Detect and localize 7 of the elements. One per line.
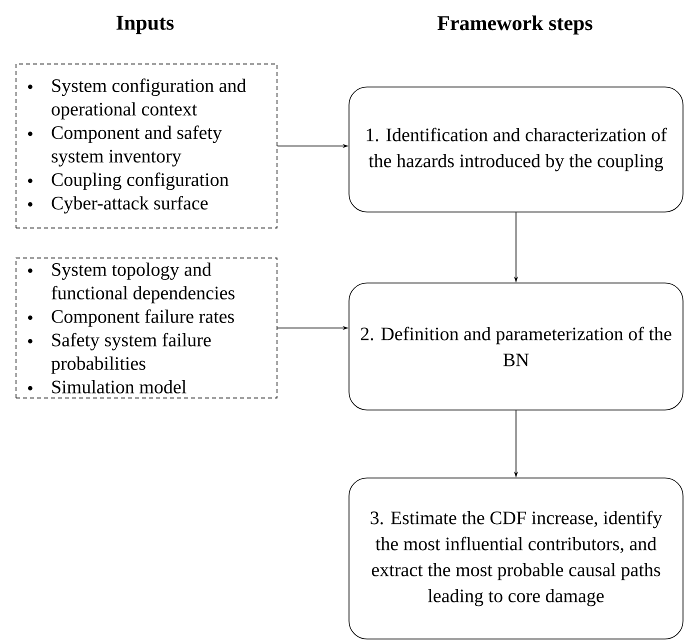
step-box: 3. Estimate the CDF increase, identify the most influential contributors, and extract the most probable causal paths leading to core damage bbox=[348, 478, 684, 640]
step-box: 2. Definition and parameterization of the BN bbox=[348, 282, 684, 410]
column-heading: Framework steps bbox=[438, 15, 592, 34]
input-list-box: System topology and functional dependencies Component failure rates Safety system failure probabilities Simulation model bbox=[16, 258, 278, 398]
step-box: 1. Identification and characterization of the hazards introduced by the coupling bbox=[348, 86, 684, 212]
column-heading: Inputs bbox=[116, 16, 174, 34]
input-list-box: System configuration and operational context Component and safety system inventory Coupling configuration Cyber-attack surface bbox=[16, 64, 278, 228]
